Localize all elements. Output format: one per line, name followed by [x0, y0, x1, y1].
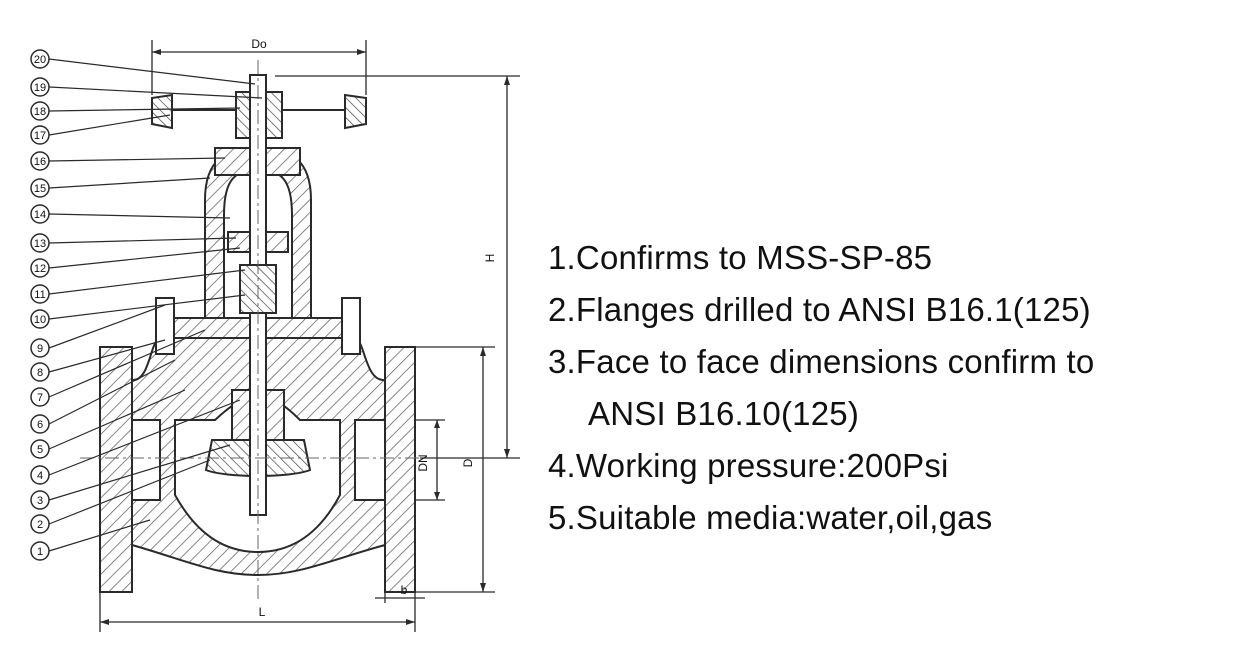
- dim-label-do: Do: [251, 37, 267, 51]
- part-number-balloon: 12: [30, 258, 50, 278]
- dim-label-l: L: [259, 605, 266, 619]
- part-number-label: 17: [34, 130, 46, 142]
- part-number-label: 13: [34, 238, 46, 250]
- part-number-balloon: 8: [30, 362, 50, 382]
- dimension-arrows: [100, 49, 510, 625]
- part-number-balloon: 4: [30, 465, 50, 485]
- left-flange: [99, 346, 133, 593]
- part-number-label: 7: [37, 392, 43, 404]
- part-number-balloons: 20 19 18 17 16 15 14 13 12 11 10 9 8 7 6…: [30, 49, 50, 561]
- note-text: 3.Face to face dimensions confirm to: [548, 343, 1095, 380]
- note-text-continuation: ANSI B16.10(125): [588, 395, 860, 432]
- part-number-balloon: 3: [30, 490, 50, 510]
- part-number-label: 14: [34, 209, 46, 221]
- part-number-balloon: 17: [30, 125, 50, 145]
- part-number-label: 4: [37, 470, 43, 482]
- part-number-label: 12: [34, 263, 46, 275]
- specification-notes: 1.Confirms to MSS-SP-85 2.Flanges drille…: [548, 232, 1238, 544]
- valve-section-drawing: Do H D DN L b 20 19 18 17 16 15: [30, 37, 520, 632]
- part-number-label: 10: [34, 314, 46, 326]
- dimension-labels: Do H D DN L b: [251, 37, 497, 619]
- part-leader-lines: [48, 58, 263, 552]
- note-text: 4.Working pressure:200Psi: [548, 447, 949, 484]
- part-number-label: 16: [34, 156, 46, 168]
- part-number-label: 3: [37, 495, 43, 507]
- part-number-balloon: 14: [30, 204, 50, 224]
- part-number-balloon: 11: [30, 284, 50, 304]
- part-number-label: 18: [34, 106, 46, 118]
- part-number-balloon: 6: [30, 414, 50, 434]
- part-number-balloon: 1: [30, 541, 50, 561]
- part-number-label: 2: [37, 519, 43, 531]
- part-number-balloon: 13: [30, 233, 50, 253]
- part-number-balloon: 16: [30, 151, 50, 171]
- part-number-balloon: 5: [30, 439, 50, 459]
- note-text: 2.Flanges drilled to ANSI B16.1(125): [548, 291, 1091, 328]
- dim-label-h: H: [483, 254, 497, 263]
- note-item: 4.Working pressure:200Psi: [548, 440, 1238, 492]
- part-number-balloon: 7: [30, 387, 50, 407]
- dimension-lines: [99, 40, 520, 632]
- part-number-label: 19: [34, 82, 46, 94]
- dim-label-d: D: [461, 458, 475, 467]
- right-flange: [384, 346, 416, 593]
- part-number-balloon: 15: [30, 178, 50, 198]
- part-number-label: 6: [37, 419, 43, 431]
- note-text: 1.Confirms to MSS-SP-85: [548, 239, 933, 276]
- part-number-label: 11: [34, 289, 45, 301]
- note-item: 2.Flanges drilled to ANSI B16.1(125): [548, 284, 1238, 336]
- note-item: 5.Suitable media:water,oil,gas: [548, 492, 1238, 544]
- bonnet-bolts: [155, 297, 361, 355]
- part-number-balloon: 9: [30, 338, 50, 358]
- part-number-balloon: 19: [30, 77, 50, 97]
- part-number-label: 8: [37, 367, 43, 379]
- part-number-label: 5: [37, 444, 43, 456]
- part-number-label: 1: [37, 546, 43, 558]
- center-lines: [80, 60, 420, 600]
- part-number-label: 20: [34, 54, 46, 66]
- dim-label-dn: DN: [416, 454, 430, 471]
- part-number-label: 15: [34, 183, 46, 195]
- note-item: 1.Confirms to MSS-SP-85: [548, 232, 1238, 284]
- note-text: 5.Suitable media:water,oil,gas: [548, 499, 993, 536]
- part-number-balloon: 10: [30, 309, 50, 329]
- part-number-balloon: 2: [30, 514, 50, 534]
- dim-label-b: b: [401, 583, 408, 597]
- part-number-balloon: 18: [30, 101, 50, 121]
- note-item: 3.Face to face dimensions confirm to ANSI…: [548, 336, 1238, 440]
- part-number-balloon: 20: [30, 49, 50, 69]
- part-number-label: 9: [37, 343, 43, 355]
